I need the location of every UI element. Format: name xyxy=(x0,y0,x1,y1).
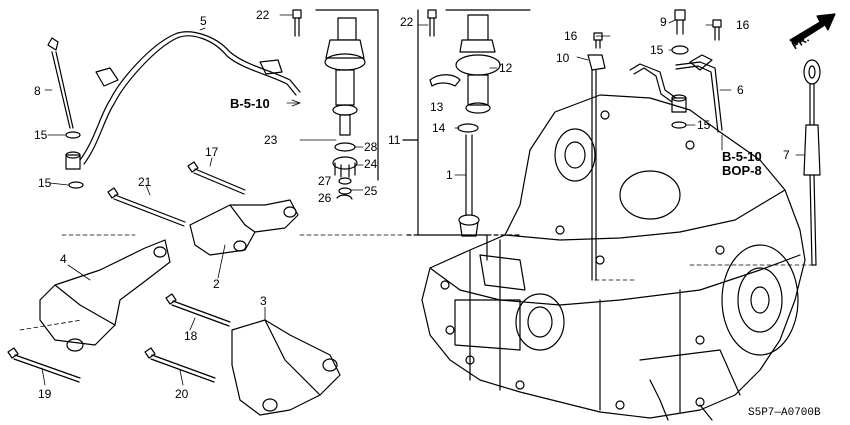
clip-26 xyxy=(336,194,353,200)
callout-13: 13 xyxy=(430,100,444,114)
callout-15-b: 15 xyxy=(38,176,52,190)
sensor-housing-12 xyxy=(455,14,501,114)
callout-3: 3 xyxy=(260,294,267,308)
collar-right xyxy=(671,94,687,113)
bolt-19 xyxy=(7,347,81,383)
group-box-11 xyxy=(402,9,531,261)
washer-15-right-upper xyxy=(671,45,689,55)
bolt-20 xyxy=(144,347,216,383)
callout-22-a: 22 xyxy=(256,8,270,22)
bolt-22-left xyxy=(292,9,302,37)
callout-20: 20 xyxy=(175,387,189,401)
bolt-22-center xyxy=(427,9,437,37)
cover-4 xyxy=(39,239,171,352)
bolt-9 xyxy=(674,9,686,35)
callout-14: 14 xyxy=(432,121,446,135)
reference-label-left: B-5-10 xyxy=(230,96,270,111)
callout-28: 28 xyxy=(364,140,378,154)
callout-26: 26 xyxy=(318,191,332,205)
callout-7: 7 xyxy=(783,148,790,162)
leader-lines xyxy=(19,14,813,386)
collar-left xyxy=(65,151,81,170)
o-ring-14 xyxy=(457,123,479,133)
dipstick-7 xyxy=(803,59,821,266)
cover-3 xyxy=(231,319,341,416)
callout-1: 1 xyxy=(446,168,453,182)
callout-23: 23 xyxy=(264,133,278,147)
bolt-18 xyxy=(165,293,231,327)
callout-19: 19 xyxy=(38,387,52,401)
atf-pipe-5 xyxy=(79,31,301,165)
callout-6: 6 xyxy=(737,83,744,97)
callout-18: 18 xyxy=(184,329,198,343)
washer-15-left-lower xyxy=(68,181,84,189)
callout-5: 5 xyxy=(200,14,207,28)
washer-25 xyxy=(338,187,352,195)
shaft-1 xyxy=(458,134,480,237)
callout-9: 9 xyxy=(660,15,667,29)
atf-pipe-6 xyxy=(629,54,723,133)
washer-15-left-upper xyxy=(65,131,81,139)
o-ring-28 xyxy=(334,142,356,152)
bracket-10 xyxy=(587,54,606,281)
bolt-16-right xyxy=(712,19,722,41)
dipstick-8 xyxy=(47,37,74,129)
drawing-code: S5P7—A0700B xyxy=(748,407,821,419)
callout-15-c: 15 xyxy=(650,43,664,57)
speed-sensor-23 xyxy=(315,9,379,181)
gear-24 xyxy=(332,156,358,178)
callout-16-b: 16 xyxy=(736,18,750,32)
bolt-21 xyxy=(107,187,186,227)
callout-24: 24 xyxy=(364,157,378,171)
callout-8: 8 xyxy=(34,84,41,98)
reference-label-right: B-5-10 xyxy=(722,149,762,164)
callout-15-a: 15 xyxy=(34,128,48,142)
reference-label-bop: BOP-8 xyxy=(722,163,762,178)
callout-12: 12 xyxy=(499,61,513,75)
transmission-housing xyxy=(421,94,806,421)
callout-10: 10 xyxy=(556,51,570,65)
callout-16-a: 16 xyxy=(564,29,578,43)
washer-27 xyxy=(338,177,352,185)
bracket-2 xyxy=(189,199,299,256)
callout-27: 27 xyxy=(318,174,332,188)
clip-13 xyxy=(429,74,461,87)
callout-2: 2 xyxy=(213,277,220,291)
bolt-17 xyxy=(187,161,246,195)
callout-11: 11 xyxy=(388,133,401,147)
bolt-16-left xyxy=(593,32,603,49)
callout-15-d: 15 xyxy=(697,118,711,132)
callout-25: 25 xyxy=(364,184,378,198)
callout-22-b: 22 xyxy=(400,15,414,29)
forward-direction-arrow xyxy=(789,13,836,45)
callout-21: 21 xyxy=(138,175,152,189)
callout-17: 17 xyxy=(205,145,219,159)
callout-4: 4 xyxy=(60,252,67,266)
